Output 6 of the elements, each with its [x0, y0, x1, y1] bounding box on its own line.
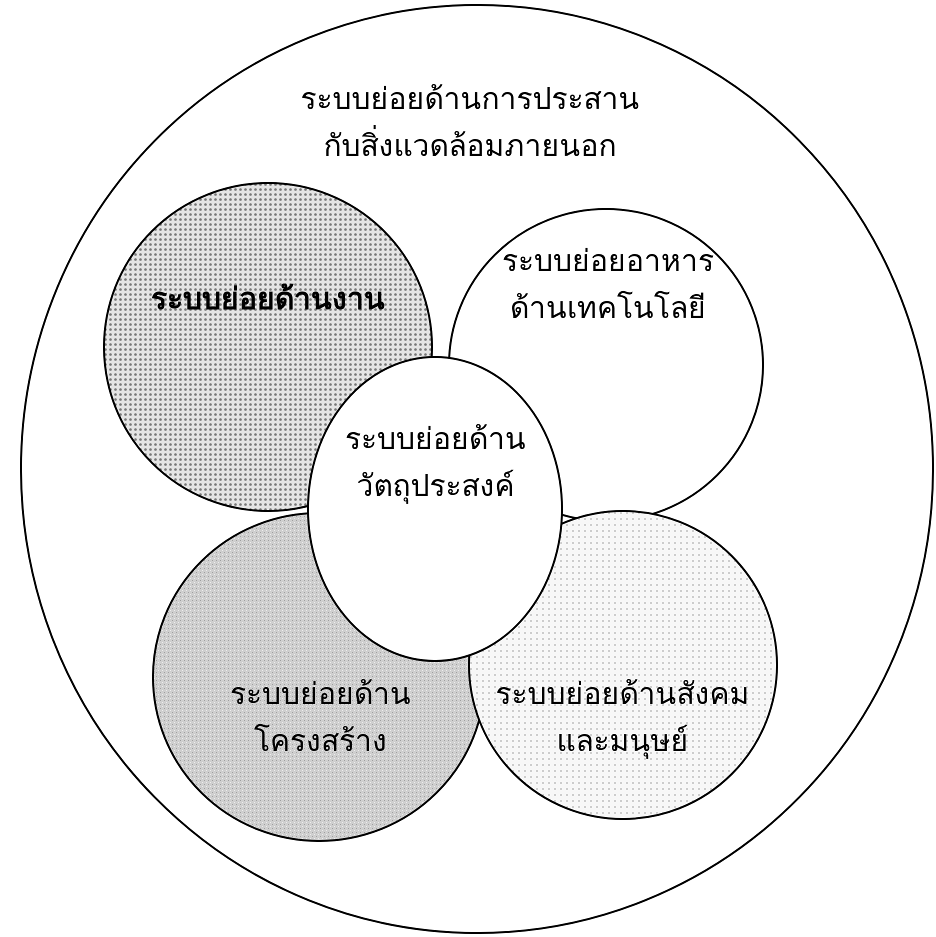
circle-label: ระบบย่อยด้านงาน: [150, 281, 386, 319]
circle-label: ระบบย่อยด้านโครงสร้าง: [229, 676, 412, 760]
circle-label: ระบบย่อยด้านวัตถุประสงค์: [344, 421, 527, 506]
circle-label: ระบบย่อยด้านการประสานกับสิ่งแวดล้อมภายนอก: [300, 81, 640, 166]
circle-label: ระบบย่อยอาหารด้านเทคโนโลยี: [501, 243, 715, 328]
circle-label: ระบบย่อยด้านสังคมและมนุษย์: [494, 676, 750, 761]
